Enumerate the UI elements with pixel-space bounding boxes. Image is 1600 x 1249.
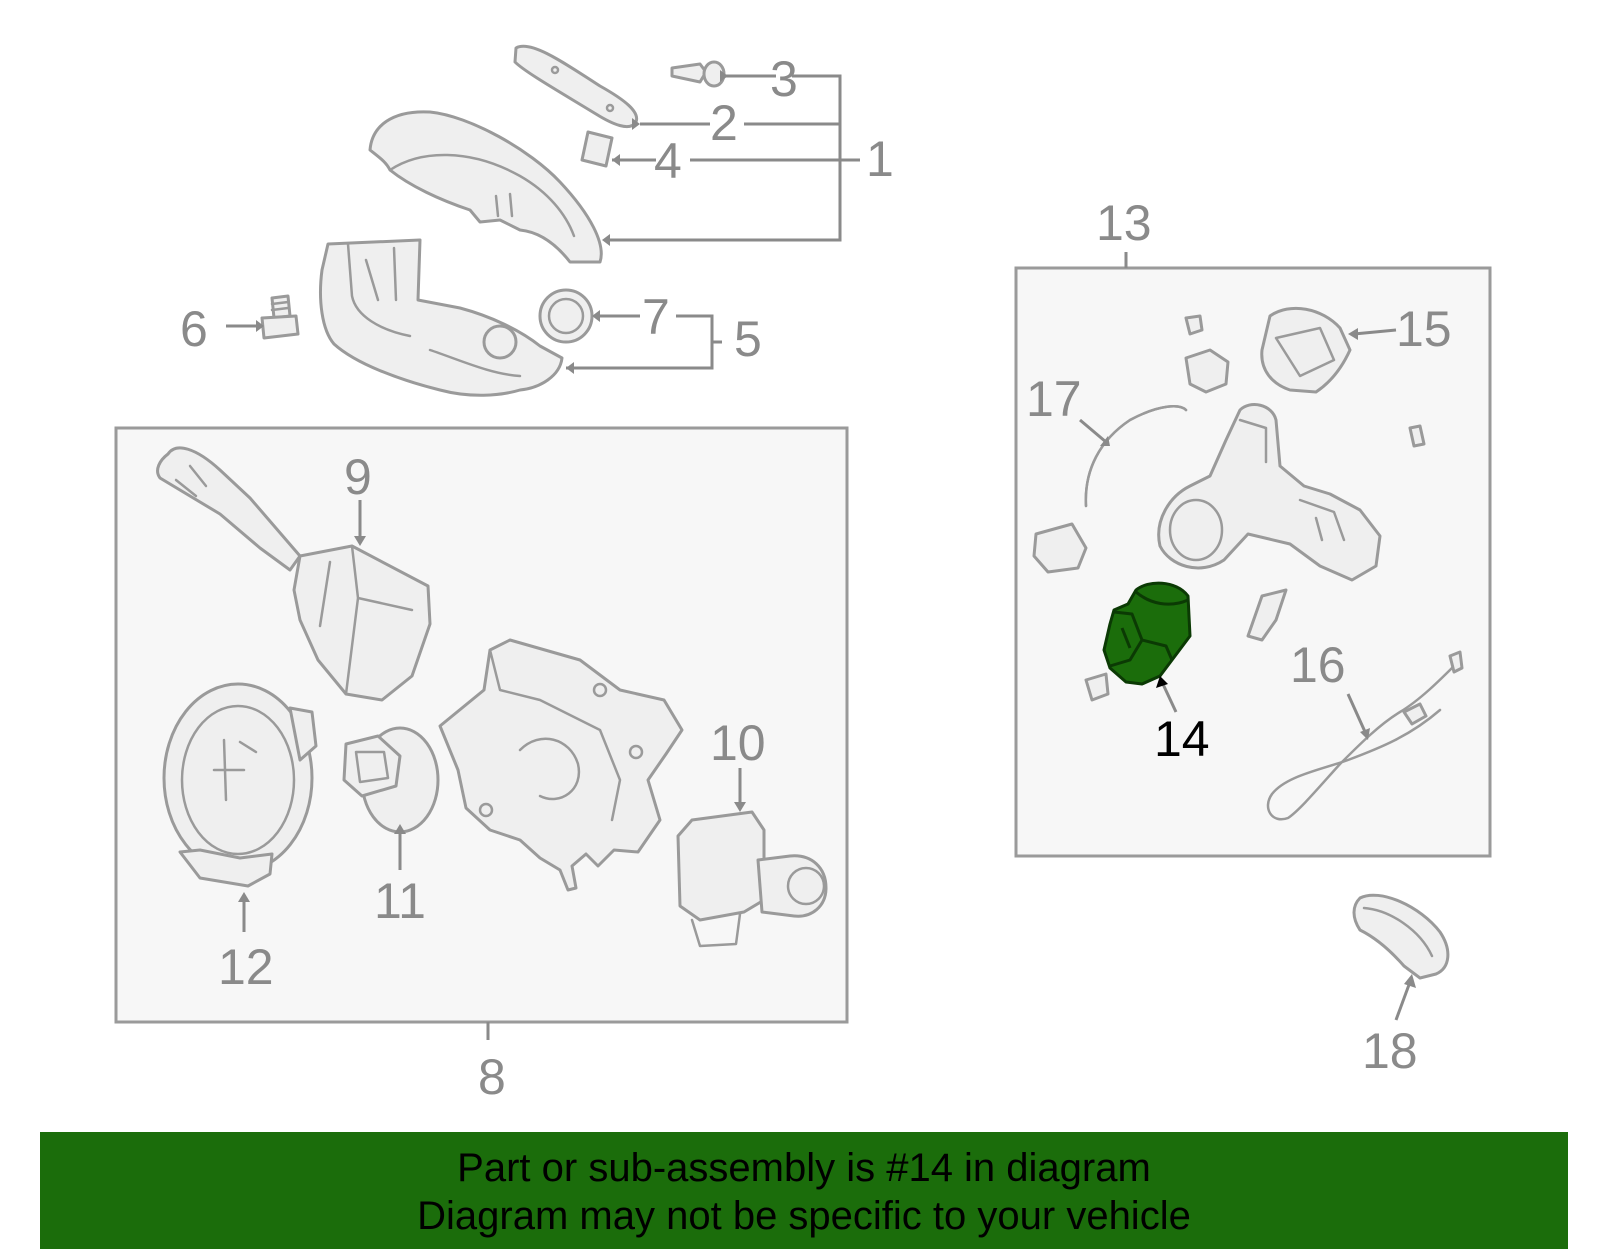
callout-14-highlighted[interactable]: 14 [1154, 711, 1210, 767]
leader-line-18 [1394, 981, 1412, 1021]
callout-4[interactable]: 4 [654, 133, 682, 189]
leader-lines-right [1079, 252, 1397, 740]
trim-strip-part[interactable] [513, 44, 639, 128]
ring-part[interactable] [538, 288, 594, 344]
ignition-switch-part-highlighted[interactable] [1084, 581, 1192, 702]
lock-housing-part[interactable] [1157, 403, 1382, 582]
bolt-part[interactable] [260, 294, 300, 340]
trim-cover-part[interactable] [1352, 893, 1450, 980]
banner-line-part-number: Part or sub-assembly is #14 in diagram [457, 1146, 1151, 1190]
cable-part[interactable] [1266, 650, 1464, 821]
switch-clip-part[interactable] [1184, 348, 1230, 394]
lock-screw-part[interactable] [1184, 314, 1426, 448]
callout-3[interactable]: 3 [770, 51, 798, 107]
leader-lines-left [238, 500, 746, 1040]
callout-16[interactable]: 16 [1290, 637, 1346, 693]
pad-part[interactable] [580, 130, 614, 168]
callout-1[interactable]: 1 [866, 131, 894, 187]
bezel-part[interactable] [1260, 306, 1352, 394]
column-bracket-part[interactable] [438, 638, 684, 892]
upper-shroud-part[interactable] [368, 110, 603, 264]
key-blade-part[interactable] [1246, 588, 1288, 642]
callout-2[interactable]: 2 [710, 95, 738, 151]
info-banner: Part or sub-assembly is #14 in diagram D… [40, 1132, 1568, 1249]
callout-7[interactable]: 7 [642, 289, 670, 345]
callout-17[interactable]: 17 [1026, 371, 1082, 427]
lock-assembly-group [1032, 252, 1464, 821]
callout-10[interactable]: 10 [710, 715, 766, 771]
headlamp-switch-part[interactable] [676, 810, 828, 948]
column-shroud-group [226, 44, 860, 397]
callout-8[interactable]: 8 [478, 1049, 506, 1105]
callout-5[interactable]: 5 [734, 311, 762, 367]
callout-15[interactable]: 15 [1396, 301, 1452, 357]
switch-assembly-group [156, 446, 828, 1040]
clock-spring-part[interactable] [162, 682, 318, 888]
lower-shroud-part[interactable] [319, 238, 564, 397]
harness-part[interactable] [1032, 405, 1188, 574]
banner-line-disclaimer: Diagram may not be specific to your vehi… [417, 1194, 1191, 1238]
callout-18[interactable]: 18 [1362, 1023, 1418, 1079]
callout-11[interactable]: 11 [374, 873, 426, 929]
callout-13[interactable]: 13 [1096, 195, 1152, 251]
leader-lines-top [226, 70, 860, 374]
push-pin-part[interactable] [670, 60, 726, 88]
callout-9[interactable]: 9 [344, 449, 372, 505]
lock-assembly-box [1014, 266, 1492, 858]
callout-12[interactable]: 12 [218, 939, 274, 995]
callout-6[interactable]: 6 [180, 301, 208, 357]
callout-labels: 1 2 3 4 5 6 7 8 9 10 11 12 13 14 15 16 1… [180, 51, 1452, 1105]
wiper-switch-part[interactable] [156, 446, 432, 702]
